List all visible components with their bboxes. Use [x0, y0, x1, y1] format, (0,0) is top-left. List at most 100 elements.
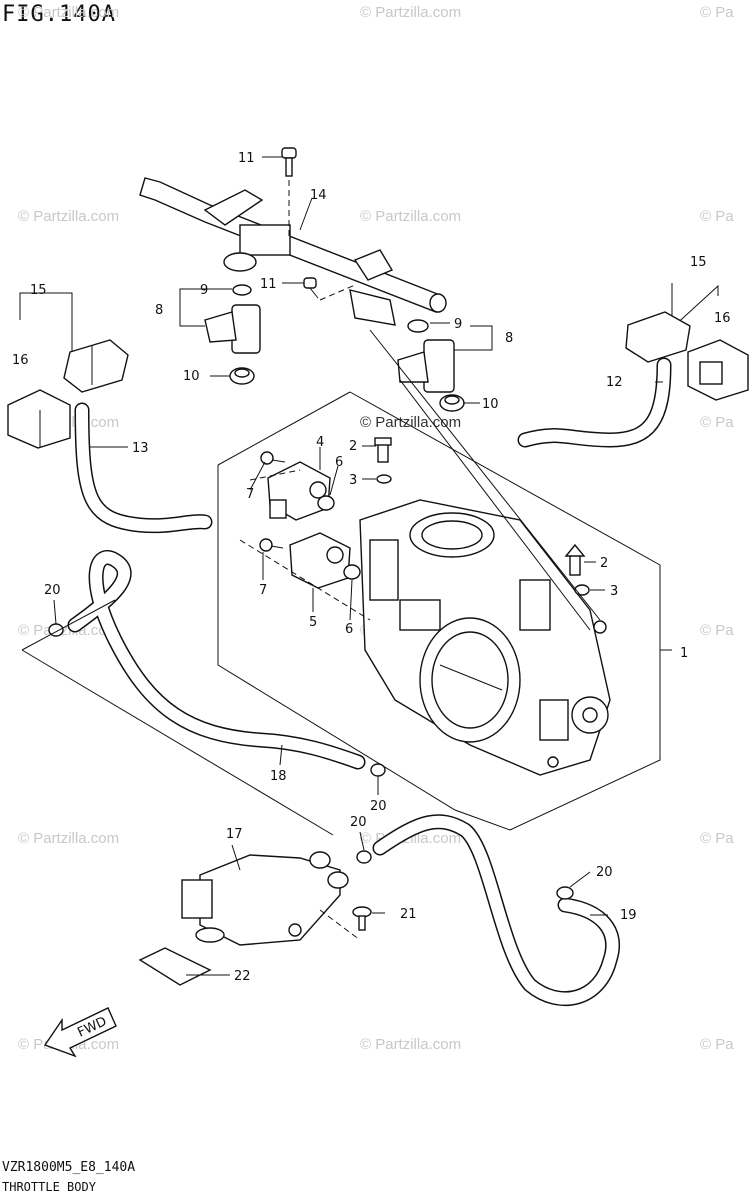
callout-9: 9 [454, 317, 462, 332]
o-ring-part-3-upper[interactable] [376, 474, 392, 484]
figure-title: FIG.140A [2, 2, 116, 27]
watermark: © Partzilla.com [18, 830, 120, 847]
alignment-line [249, 469, 301, 481]
callout-16: 16 [12, 353, 29, 368]
forward-arrow-icon [43, 1007, 117, 1058]
watermark: © Pa [700, 4, 734, 21]
fuel-rail-part-14[interactable] [139, 177, 447, 326]
bracket-part-8-right [454, 325, 493, 351]
callout-4: 4 [316, 435, 324, 450]
callout-3: 3 [349, 473, 357, 488]
seal-part-10-left[interactable] [229, 367, 255, 385]
valve-part-17[interactable] [181, 851, 349, 946]
sensor-part-4[interactable] [267, 461, 331, 521]
hose-part-12[interactable] [517, 357, 672, 448]
connector-part-15-right[interactable] [625, 311, 691, 363]
callout-20: 20 [596, 865, 613, 880]
alignment-line [369, 329, 601, 621]
bracket-part-8-left [179, 288, 205, 327]
callout-20: 20 [350, 815, 367, 830]
watermark: © Partzilla.com [360, 4, 462, 21]
callout-11: 11 [260, 277, 277, 292]
screw-part-7-lower[interactable] [259, 538, 284, 552]
alignment-line [319, 284, 356, 301]
assembly-frame [217, 391, 661, 831]
bolt-part-11-lower[interactable] [303, 277, 319, 299]
alignment-line [21, 599, 116, 651]
hose-part-13[interactable] [74, 402, 213, 534]
clamp-part-20-d[interactable] [556, 886, 574, 900]
o-ring-part-3-right[interactable] [574, 584, 590, 596]
screw-part-2-upper[interactable] [374, 437, 392, 463]
callout-21: 21 [400, 907, 417, 922]
figure-name: THROTTLE BODY [2, 1180, 96, 1194]
callout-7: 7 [246, 487, 254, 502]
callout-6: 6 [335, 455, 343, 470]
pad-part-22[interactable] [138, 947, 212, 986]
watermark: © Partzilla.com [360, 1036, 462, 1053]
o-ring-part-6-upper[interactable] [317, 495, 335, 511]
callout-1: 1 [680, 646, 688, 661]
callout-5: 5 [309, 615, 317, 630]
callout-20: 20 [370, 799, 387, 814]
callout-7: 7 [259, 583, 267, 598]
watermark: © Partzilla.com [360, 208, 462, 225]
alignment-line [399, 379, 591, 631]
callout-12: 12 [606, 375, 623, 390]
screw-part-2-right[interactable] [564, 543, 586, 576]
callout-10: 10 [183, 369, 200, 384]
screw-part-21[interactable] [352, 906, 372, 931]
callout-20: 20 [44, 583, 61, 598]
seal-part-10-right[interactable] [439, 394, 465, 412]
figure-code: VZR1800M5_E8_140A [2, 1160, 136, 1175]
sensor-part-5[interactable] [289, 532, 351, 589]
clamp-part-20-c[interactable] [356, 850, 372, 864]
watermark: © Pa [700, 208, 734, 225]
callout-15: 15 [690, 255, 707, 270]
alignment-line [21, 649, 334, 836]
bracket-part-15-right [671, 283, 719, 330]
watermark: © Pa [700, 622, 734, 639]
watermark: © Partzilla.com [18, 622, 120, 639]
callout-2: 2 [349, 439, 357, 454]
callout-22: 22 [234, 969, 251, 984]
watermark: © Pa [700, 830, 734, 847]
callout-3: 3 [610, 584, 618, 599]
watermark: © Pa [700, 414, 734, 431]
o-ring-part-6-lower[interactable] [343, 564, 361, 580]
callout-13: 13 [132, 441, 149, 456]
bracket-part-15-left [19, 292, 73, 370]
watermark: © Partzilla.com [18, 4, 120, 21]
callout-15: 15 [30, 283, 47, 298]
clamp-part-20-b[interactable] [370, 763, 386, 777]
screw-part-7-upper[interactable] [260, 451, 286, 465]
watermark: © Pa [700, 1036, 734, 1053]
throttle-body[interactable] [359, 499, 611, 776]
alignment-line [319, 909, 361, 941]
hose-part-18[interactable] [67, 550, 366, 770]
injector-part-8-left[interactable] [204, 304, 261, 354]
injector-part-8-right[interactable] [397, 339, 455, 393]
connector-part-15-left[interactable] [63, 339, 129, 393]
o-ring-part-9-left[interactable] [232, 284, 252, 296]
callout-16: 16 [714, 311, 731, 326]
alignment-line [239, 539, 371, 621]
callout-11: 11 [238, 151, 255, 166]
assembly-frame-edge [217, 391, 351, 466]
hose-part-19[interactable] [372, 814, 621, 1007]
callout-18: 18 [270, 769, 287, 784]
callout-19: 19 [620, 908, 637, 923]
callout-8: 8 [505, 331, 513, 346]
watermark: © Partzilla.com [18, 208, 120, 225]
callout-8: 8 [155, 303, 163, 318]
cover-part-16-left[interactable] [7, 389, 71, 449]
o-ring-part-9-right[interactable] [407, 319, 429, 333]
callout-17: 17 [226, 827, 243, 842]
callout-9: 9 [200, 283, 208, 298]
cover-part-16-right[interactable] [687, 339, 749, 401]
callout-10: 10 [482, 397, 499, 412]
bolt-part-11-upper[interactable] [281, 147, 297, 177]
callout-6: 6 [345, 622, 353, 637]
